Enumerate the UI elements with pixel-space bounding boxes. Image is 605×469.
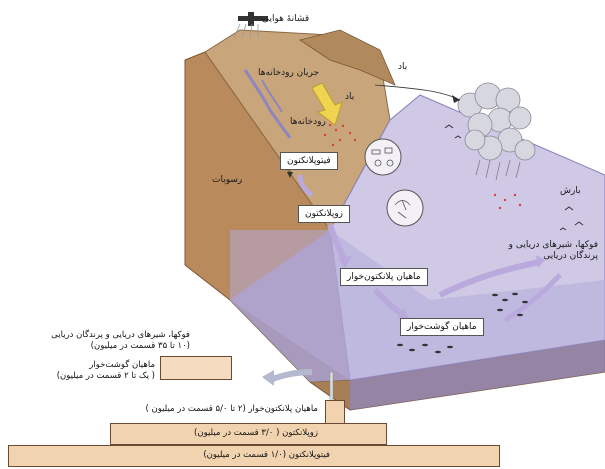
label-wind-top: باد	[345, 92, 354, 103]
pyramid-bar-level2	[325, 400, 345, 424]
label-sediments: رسوبات	[212, 175, 242, 186]
label-seals-birds-line1: فوکها، شیرهای دریایی و	[490, 240, 598, 251]
box-zooplankton: زوپلانکتون	[298, 205, 350, 223]
box-carnivore-fish: ماهیان گوشت‌خوار	[400, 318, 484, 336]
label-seals-birds: فوکها، شیرهای دریایی و پرندگان دریایی	[490, 240, 598, 262]
label-precipitation: بارش	[560, 186, 581, 197]
pyramid-label-level4: فوکها، شیرهای دریایی و پرندگان دریایی (۱…	[30, 330, 190, 352]
box-plankton-fish: ماهیان پلانکتون‌خوار	[340, 268, 428, 286]
pyramid-label-level1: زوپلانکتون ( ۳/۰ قسمت در میلیون)	[118, 428, 318, 439]
label-river-flow: جریان رودخانه‌ها	[258, 68, 319, 79]
label-seals-birds-line2: پرندگان دریایی	[490, 251, 598, 262]
pyramid-label-level4-line1: فوکها، شیرهای دریایی و پرندگان دریایی	[30, 330, 190, 341]
rain-cloud-icon	[458, 83, 535, 160]
label-rivers: رودخانه‌ها	[290, 117, 326, 128]
pyramid-label-level3-line2: ( یک تا ۲ قسمت در میلیون)	[30, 371, 155, 382]
pyramid-label-level4-line2: (۱۰ تا ۳۵ قسمت در میلیون)	[30, 341, 190, 352]
label-wind-side: باد	[398, 62, 407, 73]
label-airplane: قشانهٔ هوایی	[262, 14, 309, 25]
pyramid-label-level3: ماهیان گوشت‌خوار ( یک تا ۲ قسمت در میلیو…	[30, 360, 155, 382]
pyramid-label-level3-line1: ماهیان گوشت‌خوار	[30, 360, 155, 371]
pyramid-bar-level3	[160, 356, 232, 380]
box-phytoplankton: فیتوپلانکتون	[280, 152, 338, 170]
phytoplankton-magnifier	[365, 139, 401, 175]
pyramid-label-level2: ماهیان پلانکتون‌خوار (۲ تا ۵/۰ قسمت در م…	[118, 404, 318, 415]
pyramid-label-level0: فیتوپلانکتون (۱/۰ قسمت در میلیون)	[120, 450, 330, 461]
